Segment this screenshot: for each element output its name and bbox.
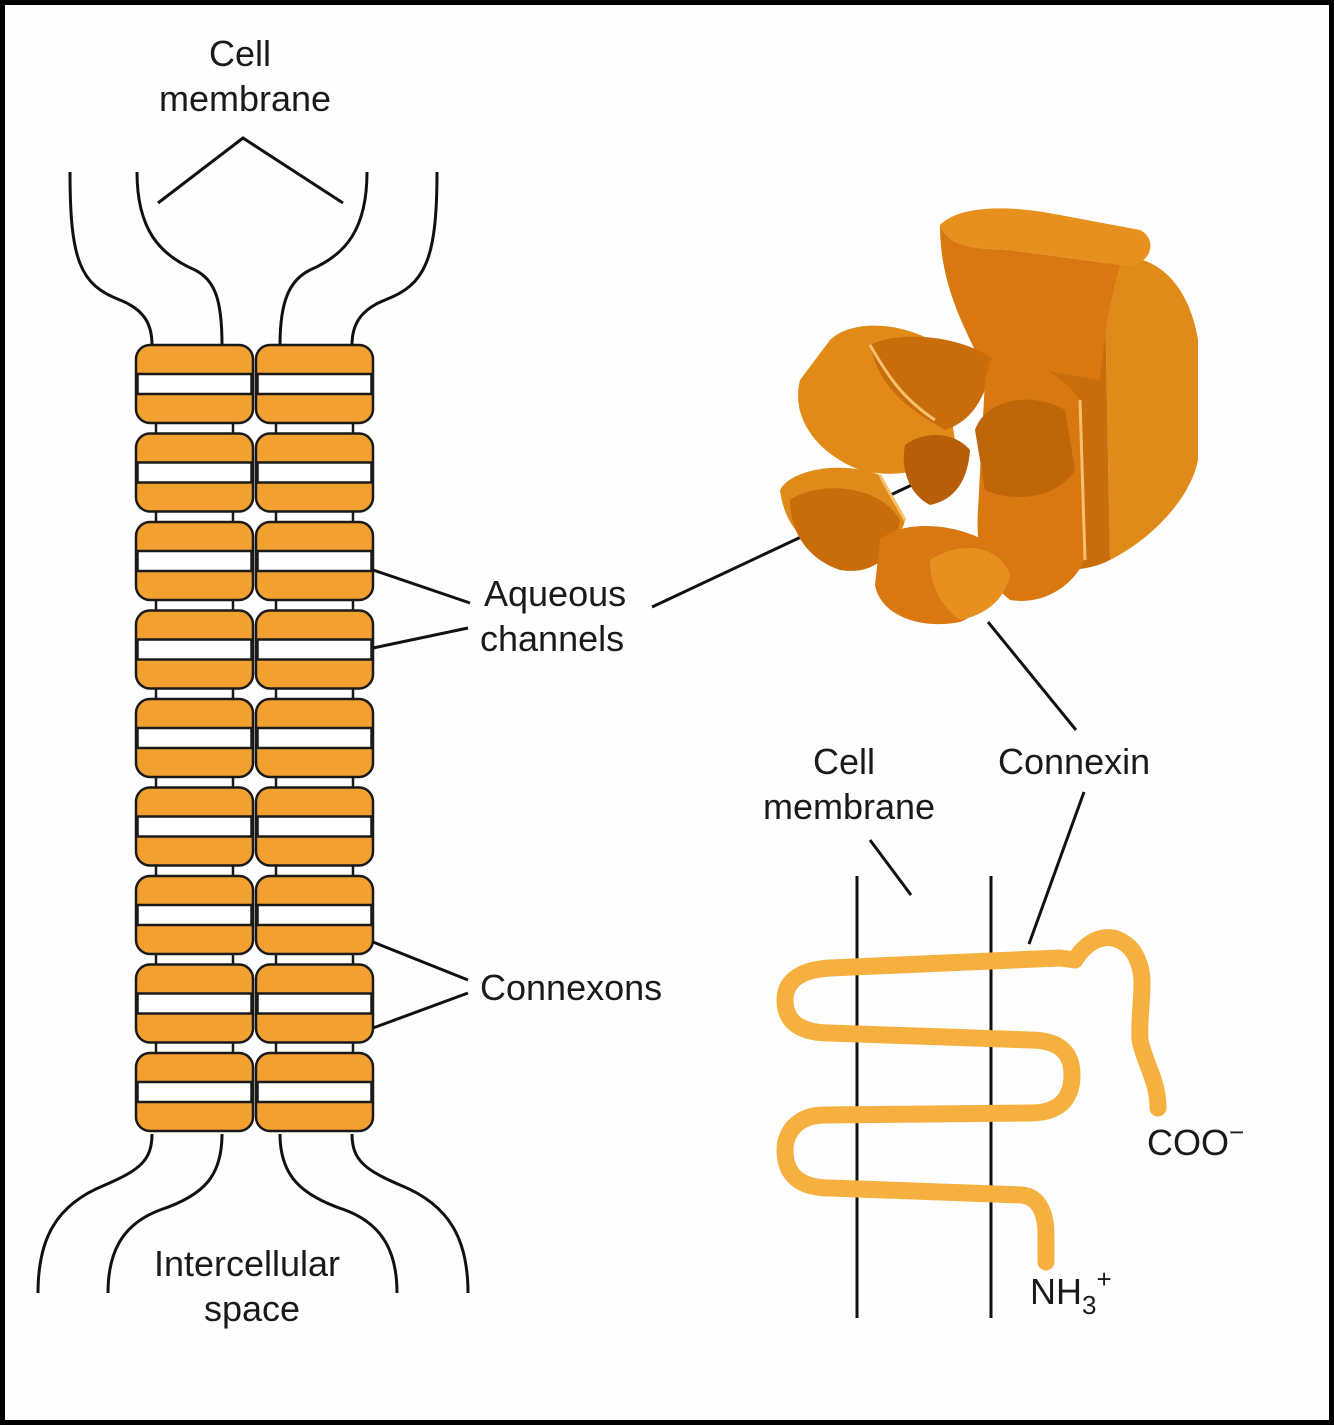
label-aqueous-channels: Aqueous channels: [480, 573, 636, 659]
membrane-outer-right-bottom: [350, 1133, 470, 1294]
aqueous-channel-left-6: [136, 815, 253, 838]
membrane-inner-left-top: [135, 171, 224, 346]
connexon-3d-wedge-back-top-body: [940, 225, 1120, 380]
aqueous-channel-left-8: [136, 992, 253, 1015]
aqueous-channel-right-9: [256, 1080, 373, 1104]
pointer-cell-membrane-top: [157, 136, 344, 205]
aqueous-channel-right-4: [256, 638, 373, 661]
aqueous-channel-left-9: [136, 1080, 253, 1104]
aqueous-channel-left-5: [136, 726, 253, 750]
left-membranes-bottom: [36, 1133, 470, 1294]
aqueous-channel-right-5: [256, 726, 373, 750]
connexon-3d-wedge-left-upper-face: [870, 336, 995, 430]
pointer-connexin-3d: [986, 621, 1078, 731]
aqueous-channel-right-7: [256, 903, 373, 927]
pointer-connexon-1: [372, 940, 469, 982]
pointer-aqueous-channel-2: [372, 626, 469, 650]
connexon-3d-block-right-face: [975, 399, 1075, 498]
aqueous-channel-right-8: [256, 992, 373, 1015]
aqueous-channel-left-4: [136, 638, 253, 661]
connexon-stack: [134, 343, 375, 1133]
aqueous-channel-right-6: [256, 815, 373, 838]
gap-junction-diagram: Cell membrane Aqueous channels Connexons…: [36, 33, 1244, 1329]
membrane-outer-right-top: [350, 171, 439, 346]
connexon-3d-highlight-1: [868, 344, 936, 422]
membrane-outer-left-top: [68, 171, 154, 346]
label-cell-membrane-top: Cell membrane: [159, 33, 331, 119]
connexon-3d-wedge-back-top: [940, 208, 1151, 266]
aqueous-channel-left-3: [136, 549, 253, 573]
connexon-3d-highlight-2: [1078, 399, 1087, 561]
connexon-3d-model: [780, 208, 1198, 625]
connexon-3d-wedge-back-right: [1105, 256, 1198, 560]
aqueous-channel-right-3: [256, 549, 373, 573]
connexin-chain: [776, 929, 1167, 1271]
pointer-cell-membrane-right: [868, 839, 913, 896]
aqueous-channel-right-1: [256, 372, 373, 396]
aqueous-channel-left-7: [136, 903, 253, 927]
label-intercellular-space: Intercellular space: [154, 1243, 350, 1329]
connexon-3d-wedge-bottom-face: [930, 548, 1010, 620]
connexon-3d-highlight-3: [878, 474, 907, 521]
connexon-3d-channel: [903, 434, 970, 505]
pointer-connexon-2: [372, 991, 469, 1030]
pointer-aqueous-channel-1: [372, 568, 471, 605]
membrane-inner-right-bottom: [278, 1133, 399, 1294]
label-connexin: Connexin: [998, 741, 1150, 782]
left-membranes-top: [68, 171, 439, 346]
pointer-connexin-chain: [1027, 791, 1086, 945]
aqueous-channel-left-2: [136, 461, 253, 484]
membrane-inner-left-bottom: [106, 1133, 224, 1294]
label-connexons: Connexons: [480, 967, 662, 1008]
label-nh3: NH3+: [1030, 1264, 1112, 1320]
label-cell-membrane-right: Cell membrane: [763, 741, 935, 827]
membrane-outer-left-bottom: [36, 1133, 154, 1294]
aqueous-channel-left-1: [136, 372, 253, 396]
connexon-3d-wedge-lower-left-face: [790, 488, 900, 571]
label-coo: COO−: [1147, 1117, 1244, 1163]
aqueous-channel-right-2: [256, 461, 373, 484]
membrane-inner-right-top: [278, 171, 369, 346]
